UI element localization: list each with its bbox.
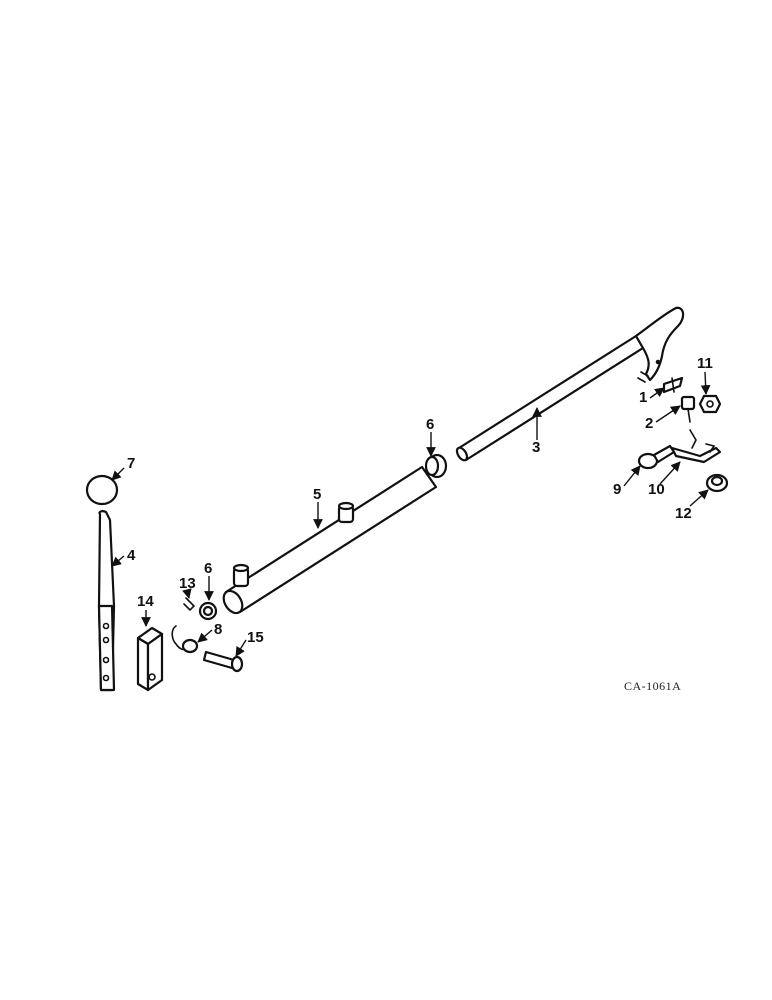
shift-lever-part (97, 510, 116, 692)
callout-8: 8 (214, 621, 222, 638)
callout-6-upper: 6 (426, 416, 434, 433)
cross-tube-part (222, 465, 438, 615)
callout-10: 10 (648, 481, 665, 498)
callout-3: 3 (532, 439, 540, 456)
callout-11: 11 (697, 355, 713, 372)
bushing-upper-part (424, 453, 448, 479)
block-part (136, 626, 164, 692)
bracket-part (670, 429, 722, 464)
stud-part (637, 444, 676, 470)
swivel-part (680, 395, 696, 423)
callout-2: 2 (645, 415, 653, 432)
leader-lines (111, 371, 711, 657)
callout-14: 14 (137, 593, 154, 610)
pin-clip-part (171, 625, 199, 654)
callout-6-lower: 6 (204, 560, 212, 577)
clevis-pin-part (202, 650, 244, 673)
clip-part (183, 597, 196, 612)
callout-9: 9 (613, 481, 621, 498)
link-part (662, 376, 684, 394)
drawing-code: CA-1061A (624, 679, 681, 693)
callout-12: 12 (675, 505, 692, 522)
callout-5: 5 (313, 486, 321, 503)
bushing-part (705, 473, 729, 493)
callout-15: 15 (247, 629, 264, 646)
callout-4: 4 (127, 547, 136, 564)
shift-rod-part (455, 306, 685, 462)
knob-part (85, 474, 119, 506)
washer-part (198, 601, 218, 621)
callout-labels: 1 2 3 4 5 6 6 7 8 9 10 11 12 13 14 15 (127, 355, 713, 646)
callout-13: 13 (179, 575, 196, 592)
callout-1: 1 (639, 389, 647, 406)
callout-7: 7 (127, 455, 135, 472)
nut-part (698, 394, 722, 414)
